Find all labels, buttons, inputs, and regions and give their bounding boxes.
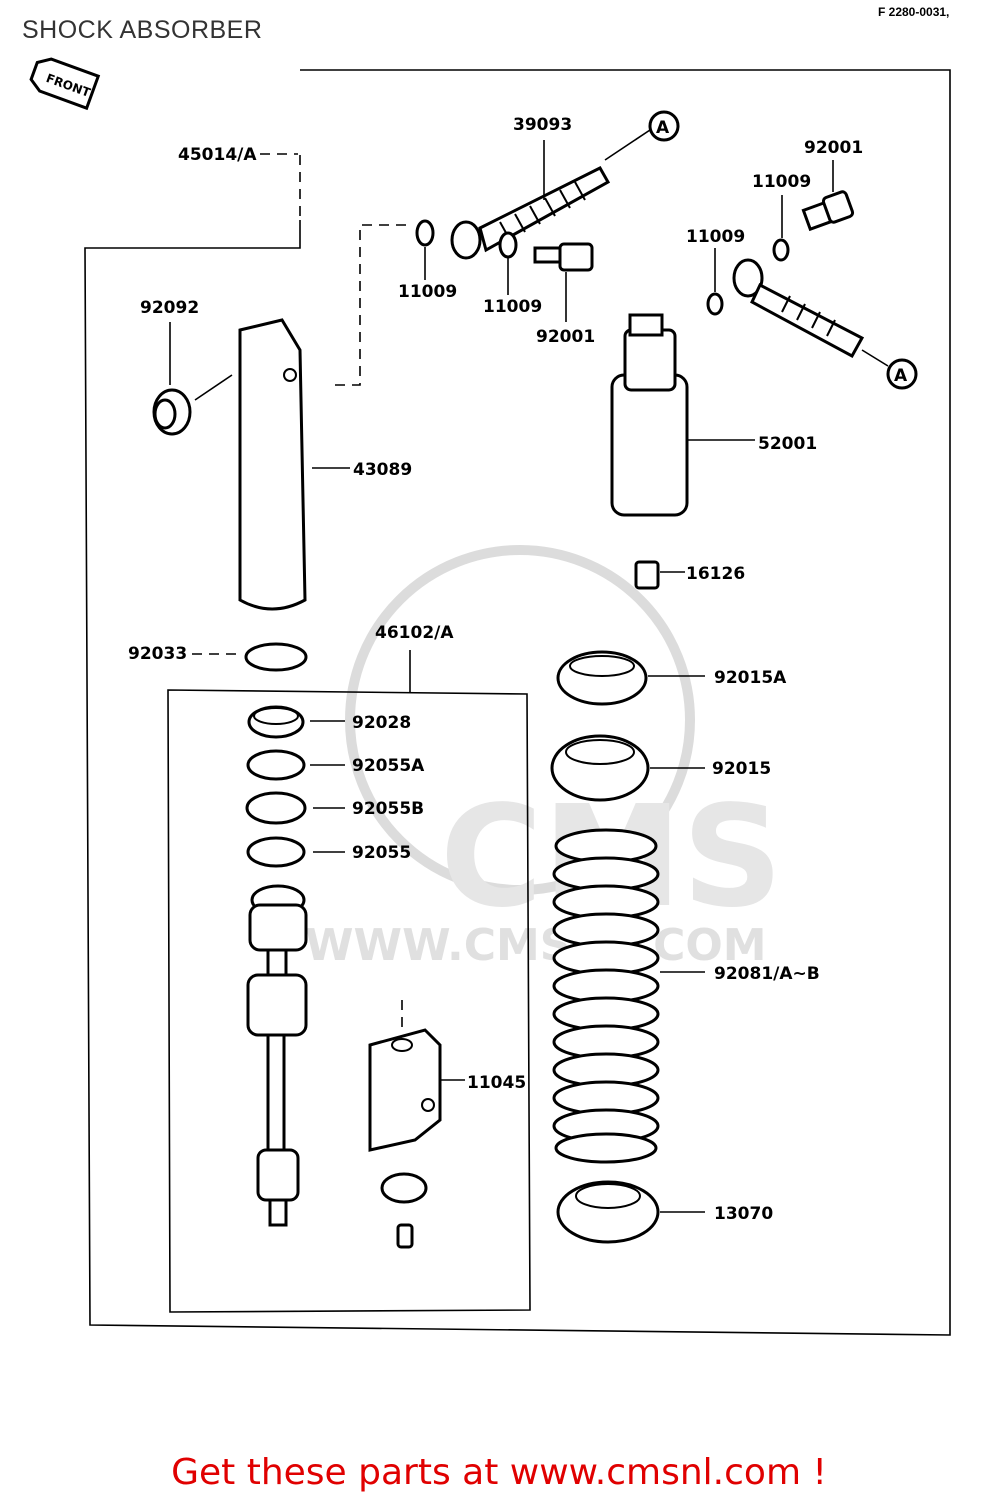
label-92028: 92028 [352, 713, 411, 733]
part-43089-shock-body [238, 318, 350, 611]
watermark-logo: CMS WWW.CMSNL.COM [305, 545, 783, 971]
label-13070: 13070 [714, 1204, 773, 1224]
part-11045-clevis [368, 1000, 465, 1152]
watermark-url: WWW.CMSNL.COM [305, 920, 767, 971]
part-11009-washer-left [415, 219, 435, 247]
part-92015-adjuster-nut [550, 734, 705, 802]
part-92033-circlip [192, 642, 308, 672]
label-92092: 92092 [140, 298, 199, 318]
label-92001-right: 92001 [804, 138, 863, 158]
part-92092-bushing [152, 322, 233, 436]
label-46102: 46102/A [375, 623, 454, 643]
part-92001-bolt-right [801, 160, 855, 232]
label-11009-right-lower: 11009 [686, 227, 745, 247]
part-92015a-locknut [556, 650, 705, 706]
page-title: SHOCK ABSORBER [22, 16, 263, 44]
diagram-ref-code: F 2280-0031, [878, 5, 950, 19]
front-direction-tag: FRONT [29, 57, 101, 111]
part-nut-small [380, 1172, 428, 1249]
label-92055: 92055 [352, 843, 411, 863]
part-11009-washer-right-upper [772, 238, 790, 262]
label-92081: 92081/A~B [714, 964, 820, 984]
label-11009-mid: 11009 [483, 297, 542, 317]
part-52001-reservoir [610, 313, 755, 517]
part-11009-washer-mid [498, 231, 518, 259]
label-43089: 43089 [353, 460, 412, 480]
part-39093-adjuster-rod [450, 129, 651, 260]
footer-promo-text[interactable]: Get these parts at www.cmsnl.com ! [171, 1452, 827, 1493]
subassembly-frame-46102 [167, 689, 531, 1313]
part-adjuster-rod-right [732, 258, 889, 367]
part-92055-oring [246, 836, 345, 868]
part-16126-valve [634, 560, 685, 590]
part-92001-bolt-mid [533, 242, 594, 322]
ref-marker-a-right-text: A [894, 366, 908, 386]
part-92081-spring [552, 828, 705, 1164]
label-92015: 92015 [712, 759, 771, 779]
part-92055b-oring [245, 791, 345, 825]
label-45014: 45014/A [178, 145, 257, 165]
label-39093: 39093 [513, 115, 572, 135]
label-11009-right-upper: 11009 [752, 172, 811, 192]
label-11045: 11045 [467, 1073, 526, 1093]
label-92055a: 92055A [352, 756, 425, 776]
label-92015a: 92015A [714, 668, 787, 688]
label-16126: 16126 [686, 564, 745, 584]
part-92055a-oring [246, 749, 345, 781]
part-11009-washer-right-lower [706, 292, 724, 316]
part-piston-rod-assembly [246, 884, 308, 1227]
assembly-frame-45014 [84, 69, 951, 1336]
label-52001: 52001 [758, 434, 817, 454]
ref-marker-a-right: A [886, 358, 918, 390]
ref-marker-a-top-text: A [656, 118, 670, 138]
label-92033: 92033 [128, 644, 187, 664]
label-11009-left: 11009 [398, 282, 457, 302]
part-13070-spring-seat [556, 1180, 705, 1244]
label-92055b: 92055B [352, 799, 424, 819]
ref-marker-a-top: A [648, 110, 680, 142]
part-92028-ring [247, 705, 345, 739]
label-92001-mid: 92001 [536, 327, 595, 347]
